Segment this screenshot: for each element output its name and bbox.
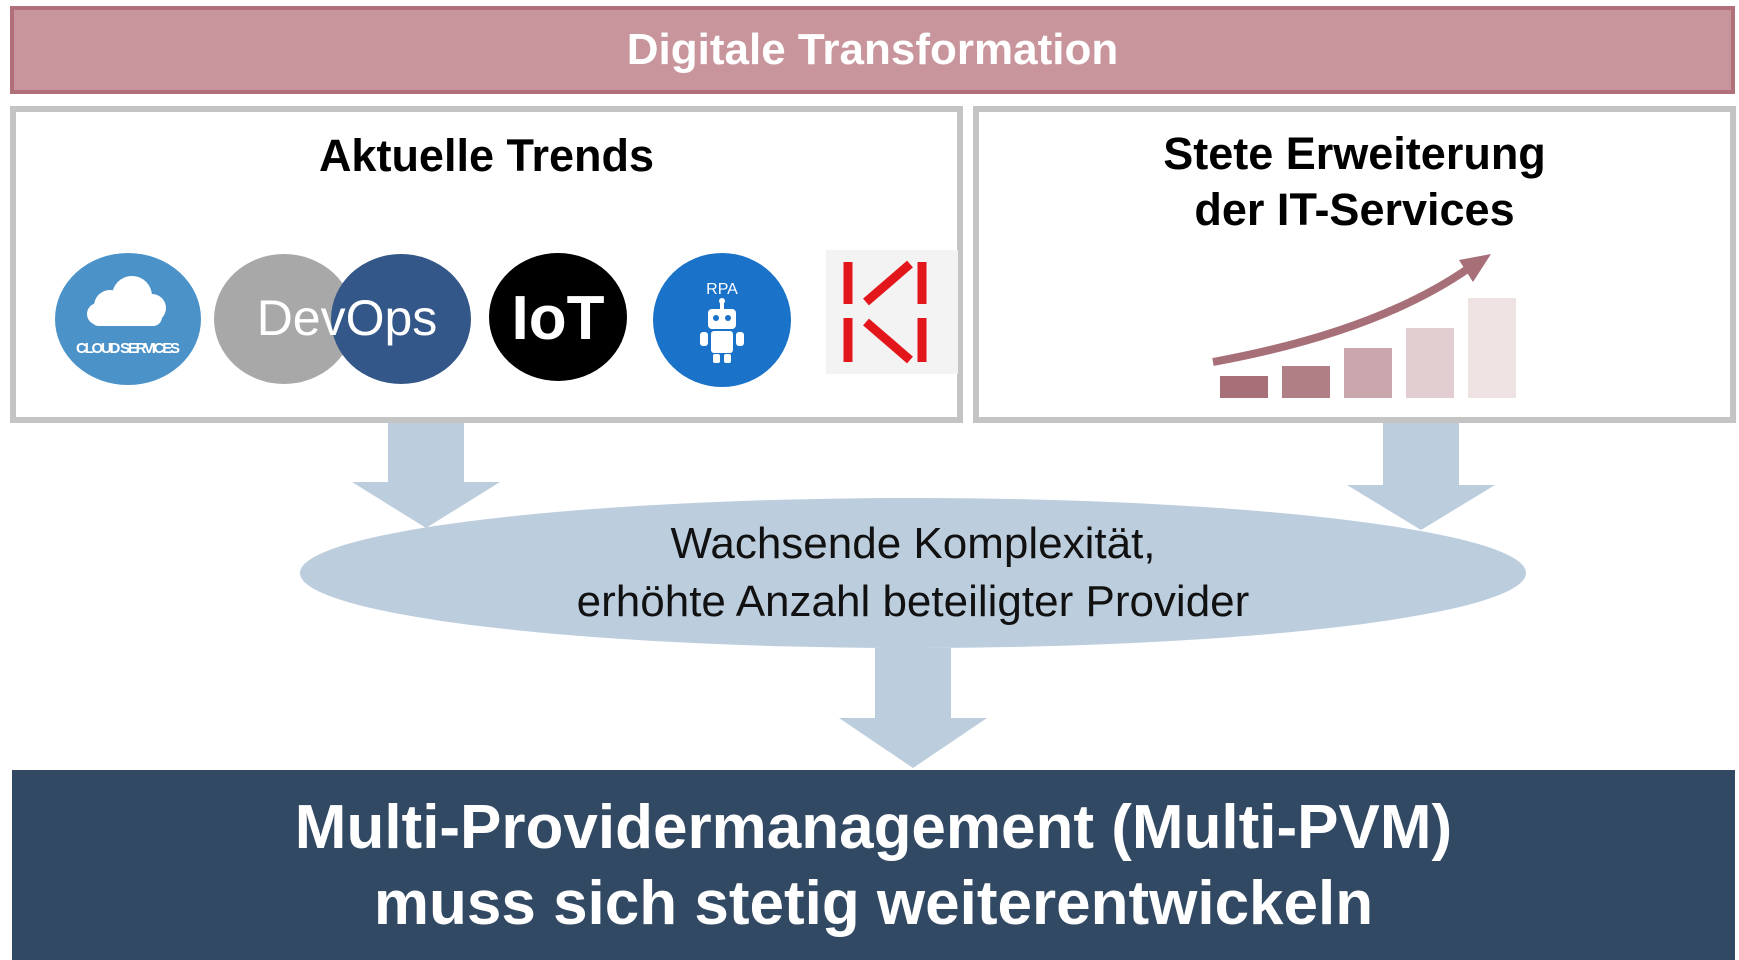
current-trends-panel: Aktuelle Trends CLOUD SERVICES DevOps Io… xyxy=(10,106,963,423)
multi-pvm-line2: muss sich stetig weiterentwickeln xyxy=(373,869,1374,938)
iot-logo: IoT xyxy=(489,253,627,381)
it-services-panel: Stete Erweiterung der IT-Services xyxy=(973,106,1736,423)
complexity-line1: Wachsende Komplexität, xyxy=(670,519,1156,568)
left-down-arrow xyxy=(352,423,500,528)
center-down-arrow xyxy=(839,648,987,768)
it-services-title-line2: der IT-Services xyxy=(1194,184,1515,235)
growth-bar-chart-icon xyxy=(1212,254,1516,398)
svg-text:DevOps: DevOps xyxy=(257,290,438,346)
rpa-robot-icon: RPA xyxy=(653,253,791,387)
multi-pvm-line1: Multi-Providermanagement (Multi-PVM) xyxy=(294,793,1453,862)
it-services-title-line1: Stete Erweiterung xyxy=(1163,128,1546,179)
cloud-services-label: CLOUD SERVICES xyxy=(76,340,180,357)
cloud-services-icon: CLOUD SERVICES xyxy=(55,253,201,385)
multi-pvm-text: Multi-Providermanagement (Multi-PVM) mus… xyxy=(12,790,1735,942)
multi-pvm-box xyxy=(12,770,1735,960)
devops-dev-label: Dev xyxy=(257,290,346,346)
rpa-label: RPA xyxy=(706,281,738,298)
complexity-line2: erhöhte Anzahl beteiligter Provider xyxy=(576,577,1250,626)
banner-title: Digitale Transformation xyxy=(626,25,1119,74)
right-down-arrow xyxy=(1347,423,1495,530)
devops-ops-label: Ops xyxy=(346,290,438,346)
ki-logo xyxy=(826,250,958,374)
iot-label: IoT xyxy=(512,284,605,353)
current-trends-title: Aktuelle Trends xyxy=(318,130,655,181)
digital-transformation-banner: Digitale Transformation xyxy=(10,6,1735,94)
complexity-text: Wachsende Komplexität, erhöhte Anzahl be… xyxy=(300,515,1526,631)
complexity-ellipse xyxy=(300,498,1526,648)
devops-logo: DevOps xyxy=(214,254,471,384)
